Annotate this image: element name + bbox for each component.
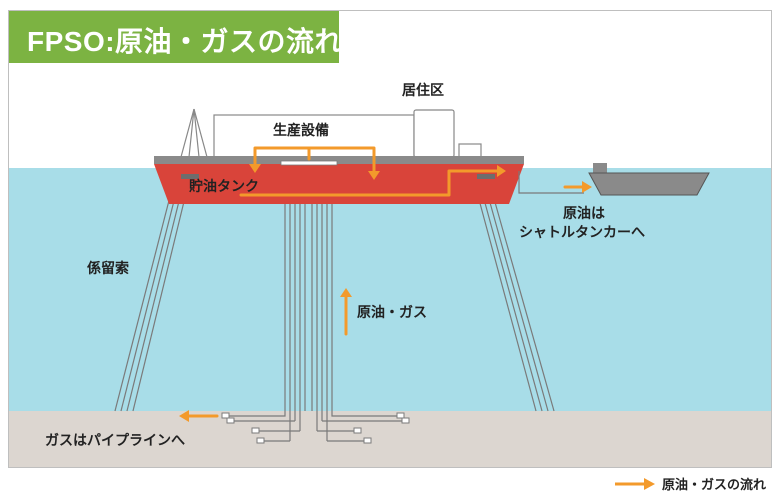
- title-banner: FPSO:原油・ガスの流れ: [9, 11, 343, 63]
- mooring-lines-left: [114, 180, 190, 412]
- offloading-hose: [518, 171, 584, 194]
- page-title: FPSO:原油・ガスの流れ: [27, 26, 344, 57]
- label-production-facility: 生産設備: [273, 122, 329, 138]
- seabed: [9, 411, 771, 467]
- wellheads: [221, 412, 410, 444]
- deck: [154, 156, 524, 164]
- mooring-lines-right: [473, 180, 555, 412]
- living-quarters-building: [413, 109, 455, 158]
- label-to-shuttle-1: 原油は: [563, 205, 605, 221]
- label-gas-pipeline: ガスはパイプラインへ: [45, 432, 185, 448]
- legend-label: 原油・ガスの流れ: [661, 477, 766, 492]
- seabed-pipelines: [229, 411, 402, 442]
- fpso-scene: [9, 108, 771, 467]
- flow-arrowheads: [179, 164, 592, 422]
- label-to-shuttle-2: シャトルタンカーへ: [519, 224, 645, 240]
- legend: 原油・ガスの流れ: [614, 474, 766, 493]
- label-storage-tank: 貯油タンク: [189, 178, 259, 194]
- label-living-quarters: 居住区: [402, 82, 444, 98]
- riser-manifold: [280, 160, 338, 166]
- topsides: [180, 108, 482, 158]
- flare-tower: [188, 108, 200, 158]
- label-mooring: 係留索: [87, 260, 129, 276]
- legend-arrow-icon: [614, 477, 655, 490]
- sea: [9, 168, 771, 411]
- label-oil-gas: 原油・ガス: [357, 304, 427, 320]
- diagram-frame: FPSO:原油・ガスの流れ 居住区 生産設備 貯油タンク 係留索 原油・ガス 原…: [8, 10, 772, 468]
- flow-arrows: [185, 146, 586, 418]
- shuttle-tanker: [588, 163, 710, 196]
